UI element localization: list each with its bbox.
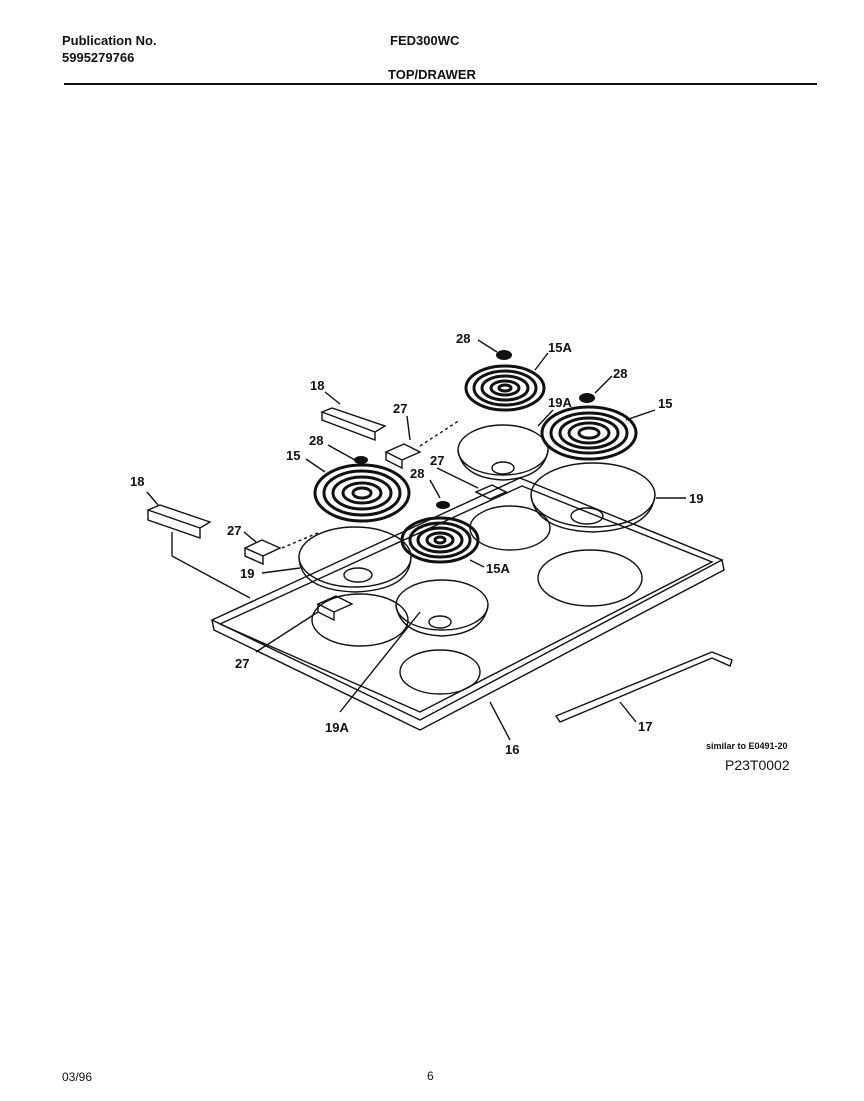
callout-15-left: 15 <box>286 448 301 463</box>
callout-28-center: 28 <box>410 466 425 481</box>
callout-16: 16 <box>505 742 520 757</box>
receptacle-27-top <box>384 443 422 470</box>
callout-18-top: 18 <box>310 378 325 393</box>
figure-id: P23T0002 <box>725 757 790 773</box>
receptacle-27-left <box>243 539 282 566</box>
header-rule <box>64 83 817 85</box>
callout-15A-center: 15A <box>486 561 510 576</box>
callout-17: 17 <box>638 719 653 734</box>
drip-pan-19A-bottom <box>395 579 489 637</box>
callout-19-right: 19 <box>689 491 704 506</box>
bracket-18-left <box>146 504 212 539</box>
callout-27-bottom: 27 <box>235 656 250 671</box>
callout-27-top: 27 <box>393 401 408 416</box>
coil-15-left <box>313 463 411 523</box>
callout-18-left: 18 <box>130 474 145 489</box>
drip-pan-19-right <box>530 462 656 533</box>
callout-19A-bottom: 19A <box>325 720 349 735</box>
callout-28-mid: 28 <box>309 433 324 448</box>
similar-to-note: similar to E0491-20 <box>706 741 788 751</box>
callout-28-top: 28 <box>456 331 471 346</box>
callout-28-right: 28 <box>613 366 628 381</box>
callout-15A-top: 15A <box>548 340 572 355</box>
footer-page: 6 <box>427 1069 434 1083</box>
callout-27-mid: 27 <box>430 453 445 468</box>
receptacle-27-bottom <box>316 595 354 622</box>
publication-label: Publication No. <box>62 33 157 48</box>
coil-elements <box>313 364 638 564</box>
callout-27-left: 27 <box>227 523 242 538</box>
drip-pan-19A-top <box>457 424 549 481</box>
coil-15A-top <box>464 364 546 412</box>
trim-17 <box>554 651 733 723</box>
section-title: TOP/DRAWER <box>388 67 476 82</box>
model-number: FED300WC <box>390 33 460 48</box>
publication-number: 5995279766 <box>62 50 135 65</box>
callout-15-right: 15 <box>658 396 673 411</box>
callout-19-left: 19 <box>240 566 255 581</box>
coil-15A-center <box>400 516 480 564</box>
trim-rings-28 <box>354 350 595 509</box>
bracket-18-top <box>320 407 387 442</box>
cooktop-panel <box>210 477 725 731</box>
callout-19A-top: 19A <box>548 395 572 410</box>
receptacle-27-mid <box>474 484 508 500</box>
drip-pan-19-left <box>298 526 412 593</box>
coil-15-right <box>540 405 638 461</box>
footer-date: 03/96 <box>62 1070 93 1084</box>
